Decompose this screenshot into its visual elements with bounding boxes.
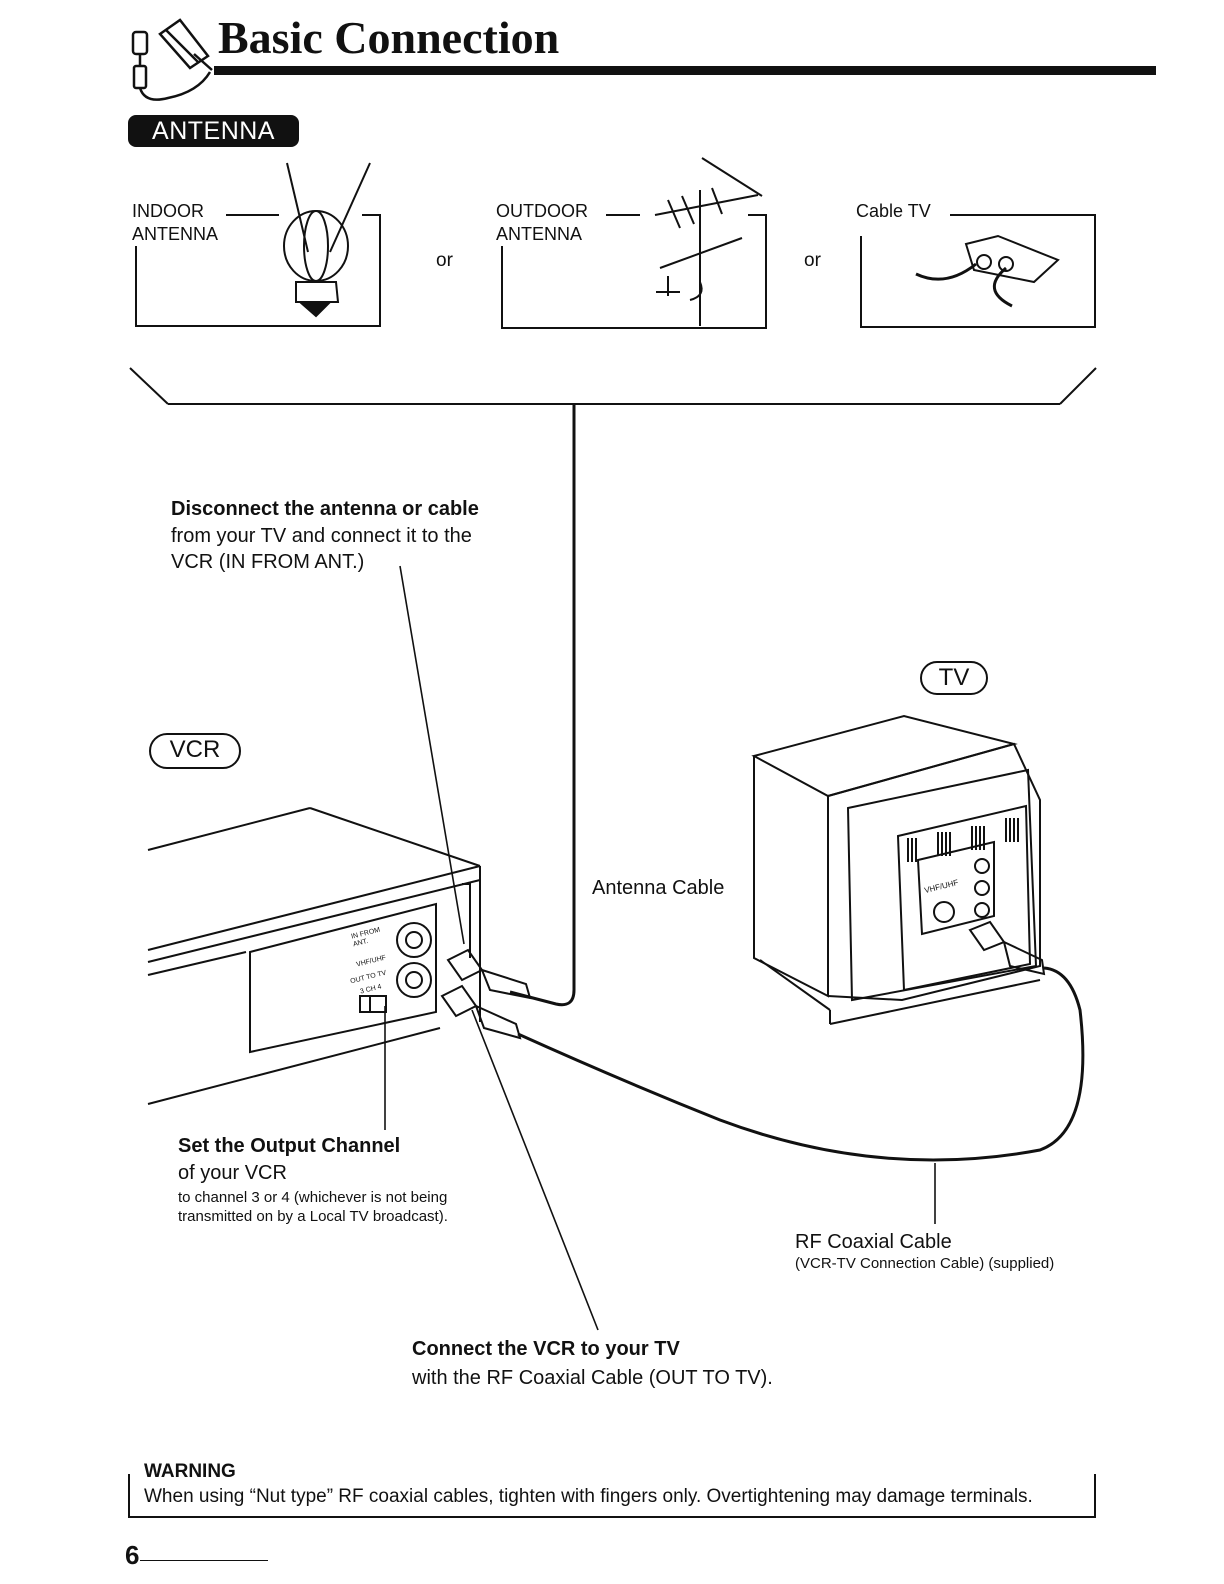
page-number-rule	[140, 1560, 268, 1561]
vcr-label: VCR	[149, 733, 241, 769]
warning-box	[128, 1474, 1096, 1518]
sources-brace	[129, 367, 1097, 405]
vcr-plug-in	[446, 948, 532, 1000]
connect-title: Connect the VCR to your TV	[412, 1338, 680, 1360]
title-rule	[214, 66, 1156, 75]
rf-coaxial-cable	[517, 966, 1085, 1162]
disconnect-text: from your TV and connect it to the VCR (…	[171, 525, 472, 573]
tv-plug	[968, 920, 1046, 976]
indoor-antenna-label: INDOOR ANTENNA	[132, 201, 219, 244]
connector-plug-icon	[131, 18, 213, 101]
outdoor-antenna-icon	[654, 157, 763, 326]
outdoor-antenna-label: OUTDOOR ANTENNA	[496, 201, 588, 244]
output-channel-text: of your VCR	[178, 1162, 287, 1184]
indoor-antenna-box	[135, 214, 381, 327]
cable-tv-box	[860, 214, 1096, 328]
page-number: 6	[125, 1540, 140, 1570]
antenna-cable-label: Antenna Cable	[592, 877, 725, 899]
warning-text: When using “Nut type” RF coaxial cables,…	[144, 1486, 1033, 1507]
callout-lines	[384, 565, 936, 1331]
disconnect-title: Disconnect the antenna or cable	[171, 498, 479, 520]
cable-splitter-icon	[915, 234, 1060, 308]
rf-cable-title: RF Coaxial Cable	[795, 1231, 952, 1253]
outdoor-antenna-box	[501, 214, 767, 329]
indoor-antenna-icon	[283, 162, 371, 318]
tv-label: TV	[920, 661, 988, 695]
connect-text: with the RF Coaxial Cable (OUT TO TV).	[412, 1367, 773, 1389]
output-channel-title: Set the Output Channel	[178, 1135, 401, 1157]
antenna-section-badge: ANTENNA	[128, 115, 299, 147]
or-label-2: or	[804, 250, 821, 271]
rf-cable-note: (VCR-TV Connection Cable) (supplied)	[795, 1255, 1055, 1272]
antenna-cable-line	[509, 404, 576, 1007]
page-title: Basic Connection	[218, 12, 560, 63]
tv-illustration	[751, 714, 1041, 1025]
vcr-plug-out	[440, 984, 522, 1040]
cable-tv-label: Cable TV	[856, 201, 931, 221]
warning-title: WARNING	[140, 1460, 242, 1484]
vcr-illustration	[147, 807, 481, 1105]
output-channel-note: to channel 3 or 4 (whichever is not bein…	[178, 1189, 448, 1225]
or-label-1: or	[436, 250, 453, 271]
